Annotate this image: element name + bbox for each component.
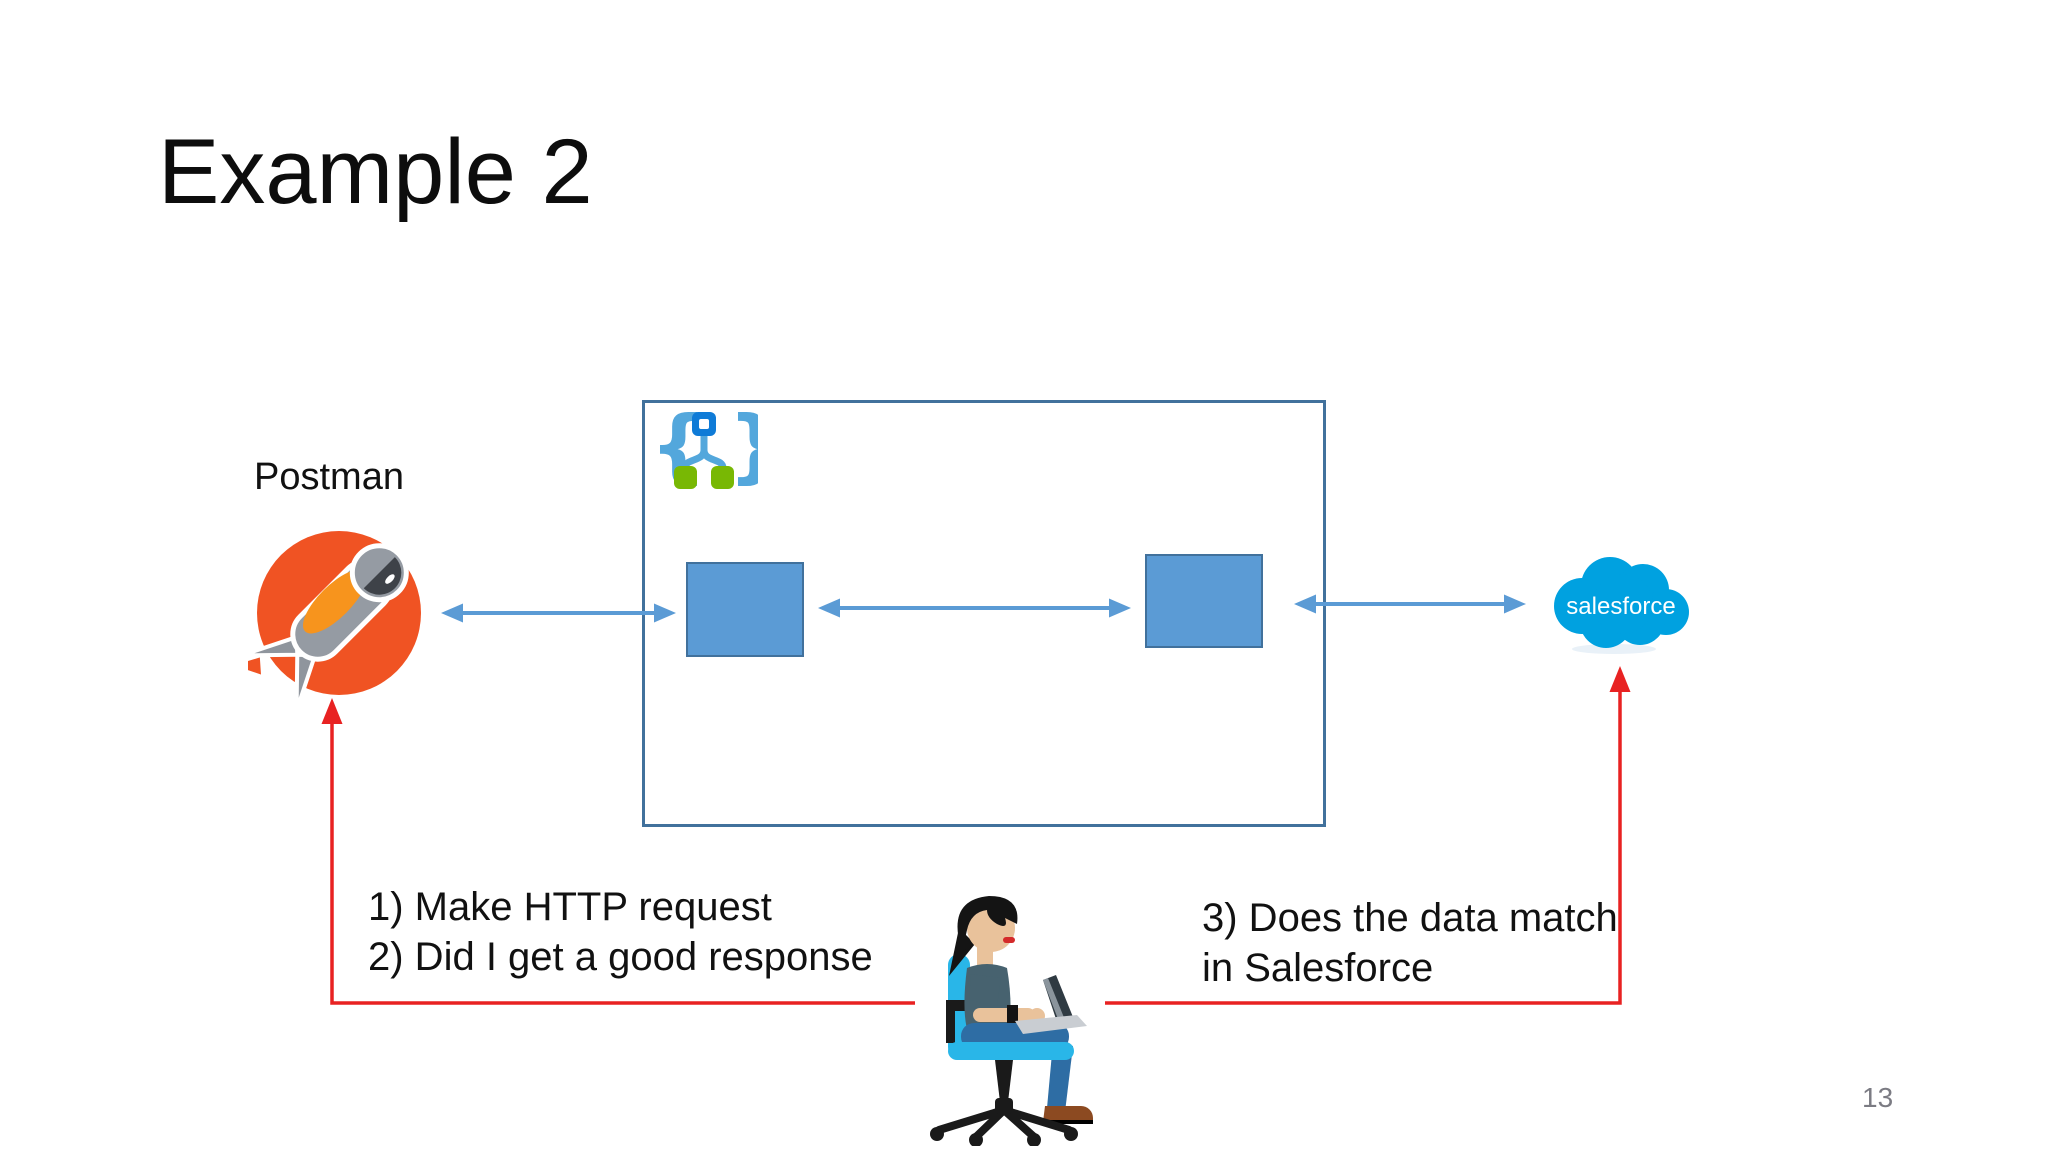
steps-left-block: 1) Make HTTP request 2) Did I get a good… <box>368 882 873 982</box>
slide-title: Example 2 <box>158 121 593 223</box>
double-arrow-postman-box <box>441 603 676 623</box>
step-3-text-line1: 3) Does the data match <box>1202 896 1618 940</box>
step-1-text: 1) Make HTTP request <box>368 885 772 929</box>
process-square-left <box>686 562 804 657</box>
person-illustration <box>930 896 1093 1146</box>
page-number: 13 <box>1862 1082 1894 1113</box>
postman-label: Postman <box>254 456 404 498</box>
api-icon: { } <box>652 406 758 492</box>
postman-logo-icon <box>248 531 421 713</box>
step-2-text: 2) Did I get a good response <box>368 935 873 979</box>
salesforce-wordmark: salesforce <box>1566 593 1675 620</box>
double-arrow-box-salesforce <box>1294 594 1526 614</box>
step-3-text-line2: in Salesforce <box>1202 946 1434 990</box>
salesforce-logo-icon: salesforce <box>1554 557 1689 654</box>
steps-right-block: 3) Does the data match in Salesforce <box>1202 893 1618 993</box>
process-square-right <box>1145 554 1263 648</box>
